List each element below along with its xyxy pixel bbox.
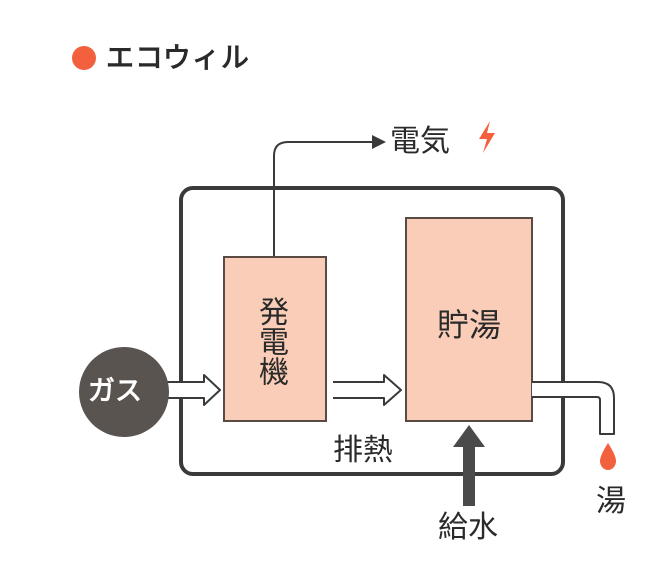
water-drop-icon bbox=[600, 443, 616, 470]
water-supply-arrow-shaft bbox=[463, 446, 475, 506]
exhaust-heat-label: 排熱 bbox=[333, 433, 393, 468]
electricity-line bbox=[273, 141, 378, 257]
water-supply-label: 給水 bbox=[438, 510, 498, 545]
exhaust-heat-arrow bbox=[333, 374, 402, 406]
water-supply-arrow-head bbox=[453, 425, 485, 447]
orange-circle-icon bbox=[72, 46, 96, 70]
diagram-title: エコウィル bbox=[106, 41, 250, 74]
hot-water-label: 湯 bbox=[596, 484, 626, 519]
electricity-label: 電気 bbox=[390, 124, 450, 159]
hot-water-tank-label: 貯湯 bbox=[437, 306, 502, 344]
hot-water-tank-box bbox=[405, 217, 533, 422]
generator-box bbox=[223, 256, 327, 422]
hot-water-pipe bbox=[532, 381, 615, 435]
system-frame bbox=[179, 186, 565, 476]
gas-source-circle bbox=[79, 347, 169, 437]
gas-arrow bbox=[166, 374, 221, 406]
lightning-bolt-icon bbox=[479, 121, 495, 153]
generator-label: 発電機 bbox=[253, 296, 288, 386]
gas-label: ガス bbox=[88, 376, 142, 407]
electricity-arrowhead bbox=[372, 135, 386, 149]
